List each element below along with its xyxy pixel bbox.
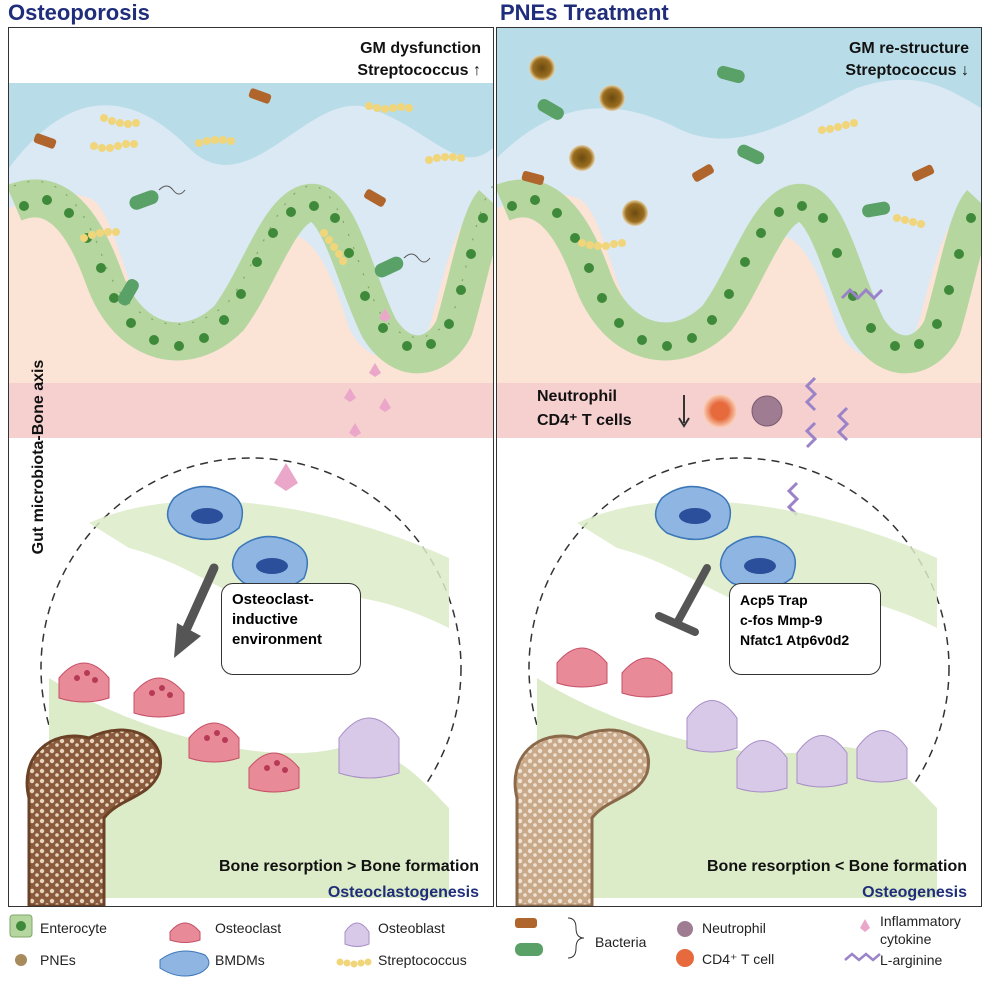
osteoclast-nuclei-left bbox=[74, 670, 288, 773]
axis-label: Gut microbiota-Bone axis bbox=[30, 359, 47, 555]
right-process-text: Osteogenesis bbox=[862, 884, 967, 901]
left-gm-line2: Streptococcus ↑ bbox=[357, 62, 481, 79]
legend-cytokine: Inflammatory cytokine bbox=[880, 913, 961, 947]
streptococcus-chains bbox=[80, 102, 465, 265]
cytokines-left bbox=[274, 308, 391, 491]
right-panel-title: PNEs Treatment bbox=[500, 0, 669, 25]
left-panel-title: Osteoporosis bbox=[8, 0, 150, 25]
osteoblasts-right bbox=[686, 700, 908, 793]
osteoporosis-panel: GM dysfunction Streptococcus ↑ Gut micro… bbox=[8, 27, 494, 907]
osteoclast-inductive-box: Osteoclast- inductive environment bbox=[221, 583, 361, 675]
osteoclasts-left bbox=[58, 662, 300, 793]
right-balance-text: Bone resorption < Bone formation bbox=[706, 858, 967, 875]
osteoblast-left bbox=[338, 717, 400, 779]
green-bacteria-right bbox=[537, 65, 891, 218]
left-balance-text: Bone resorption > Bone formation bbox=[218, 858, 479, 875]
brown-bacteria-right bbox=[521, 164, 935, 186]
legend-bacteria: Bacteria bbox=[595, 934, 647, 950]
legend-streptococcus: Streptococcus bbox=[378, 952, 467, 968]
femur-right bbox=[513, 728, 650, 906]
right-gm-line2: Streptococcus ↓ bbox=[845, 62, 969, 79]
legend-osteoblast: Osteoblast bbox=[378, 920, 445, 936]
neutrophil-label: Neutrophil bbox=[537, 388, 617, 405]
legend-pnes: PNEs bbox=[40, 952, 76, 968]
cd4-t-cell bbox=[703, 394, 737, 428]
legend-cd4: CD4⁺ T cell bbox=[702, 951, 775, 967]
bmdm-cells-right bbox=[654, 485, 797, 591]
legend-osteoclast: Osteoclast bbox=[215, 920, 282, 936]
legend-neutrophil: Neutrophil bbox=[702, 920, 766, 936]
femur-left bbox=[25, 728, 162, 906]
enterocyte-nuclei bbox=[19, 195, 488, 351]
left-process-text: Osteoclastogenesis bbox=[327, 884, 479, 901]
pnes-treatment-panel: GM re-structure Streptococcus ↓ Neutroph… bbox=[496, 27, 982, 907]
left-gm-line1: GM dysfunction bbox=[360, 40, 481, 57]
l-arginine-lines bbox=[786, 287, 884, 517]
legend-icons bbox=[9, 914, 881, 977]
enterocyte-nuclei-right bbox=[507, 195, 976, 351]
left-panel-illustration bbox=[9, 83, 493, 906]
green-bacteria bbox=[117, 185, 431, 306]
pnes-particles bbox=[529, 55, 648, 226]
legend-bmdms: BMDMs bbox=[215, 952, 265, 968]
osteoclasts-right bbox=[556, 647, 673, 698]
gene-expression-box: Acp5 Trap c-fos Mmp-9 Nfatc1 Atp6v0d2 bbox=[729, 583, 881, 675]
right-panel-illustration bbox=[497, 28, 981, 906]
bmdm-cells bbox=[166, 485, 309, 591]
streptococcus-right bbox=[578, 119, 925, 250]
neutrophil-cell bbox=[751, 395, 783, 427]
brown-bacteria bbox=[33, 88, 386, 207]
legend-enterocyte: Enterocyte bbox=[40, 920, 107, 936]
right-gm-line1: GM re-structure bbox=[848, 40, 969, 57]
cd4-label: CD4⁺ T cells bbox=[537, 412, 632, 429]
legend-l-arginine: L-arginine bbox=[880, 952, 943, 968]
